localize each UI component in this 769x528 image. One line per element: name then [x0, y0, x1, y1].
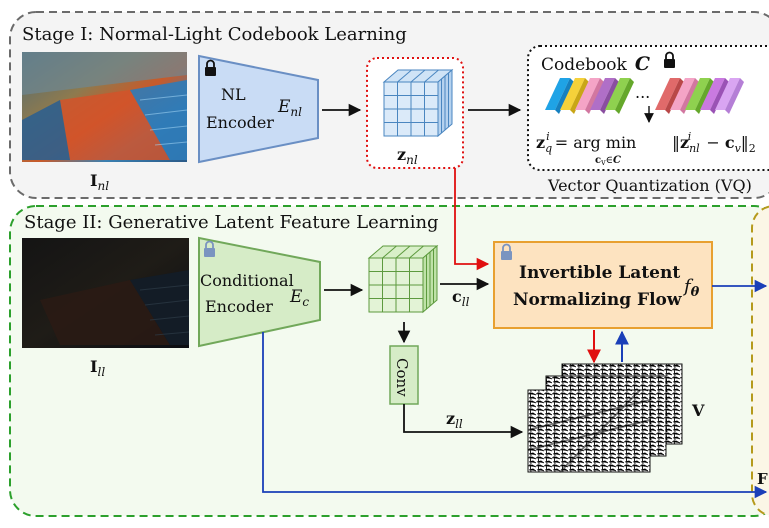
svg-text:zqi = arg min: zqi = arg min: [536, 130, 636, 155]
conditional-encoder-symbol: Ec: [289, 287, 309, 309]
latent-znl-cube: [382, 68, 454, 138]
arrow-encoder-skip-to-stage3: [262, 332, 768, 499]
conditional-encoder-block: [198, 236, 321, 348]
flow-line2: Normalizing Flow: [513, 290, 682, 310]
normalizing-flow-block: [493, 241, 713, 329]
latent-v-stack: [527, 363, 683, 473]
nl-encoder-symbol: Enl: [277, 97, 302, 119]
stage1-title: Stage I: Normal-Light Codebook Learning: [22, 24, 407, 45]
codebook-vectors: ...: [545, 78, 744, 114]
nl-encoder-line1: NL: [221, 85, 246, 104]
arrow-znl-to-flow: [454, 168, 490, 271]
nl-encoder-lock-icon: [205, 59, 216, 76]
flow-lock-icon: [501, 243, 512, 260]
nl-encoder-block: [198, 54, 319, 164]
v-label: V: [691, 401, 705, 420]
low-light-image-label: Ill: [90, 357, 105, 379]
normal-light-image-label: Inl: [90, 171, 109, 193]
vq-formula: zqi = arg min cv∈C ‖znli − cv‖2: [536, 130, 756, 167]
conditional-feature-label: cll: [452, 287, 470, 309]
low-light-image: [22, 238, 190, 348]
conditional-encoder-lock-icon: [204, 240, 215, 257]
vq-label: Vector Quantization (VQ): [547, 176, 752, 195]
codebook-lock-icon: [664, 51, 675, 68]
flow-line1: Invertible Latent: [519, 263, 680, 283]
conditional-feature-cube: [367, 244, 439, 314]
conditional-encoder-line1: Conditional: [200, 271, 294, 290]
svg-text:cv∈C: cv∈C: [595, 155, 621, 167]
zll-label: zll: [446, 409, 463, 431]
arrow-conv-to-v: [403, 404, 524, 439]
latent-znl-label: znl: [397, 145, 418, 167]
conv-label: Conv: [393, 358, 411, 397]
nl-encoder-line2: Encoder: [206, 113, 274, 132]
svg-text:...: ...: [635, 83, 650, 102]
svg-text:‖znli − cv‖2: ‖znli − cv‖2: [672, 130, 756, 155]
stage3-cut-label: F: [757, 470, 768, 488]
stage2-title: Stage II: Generative Latent Feature Lear…: [24, 212, 439, 233]
normal-light-image: [22, 52, 188, 162]
conditional-encoder-line2: Encoder: [205, 297, 273, 316]
